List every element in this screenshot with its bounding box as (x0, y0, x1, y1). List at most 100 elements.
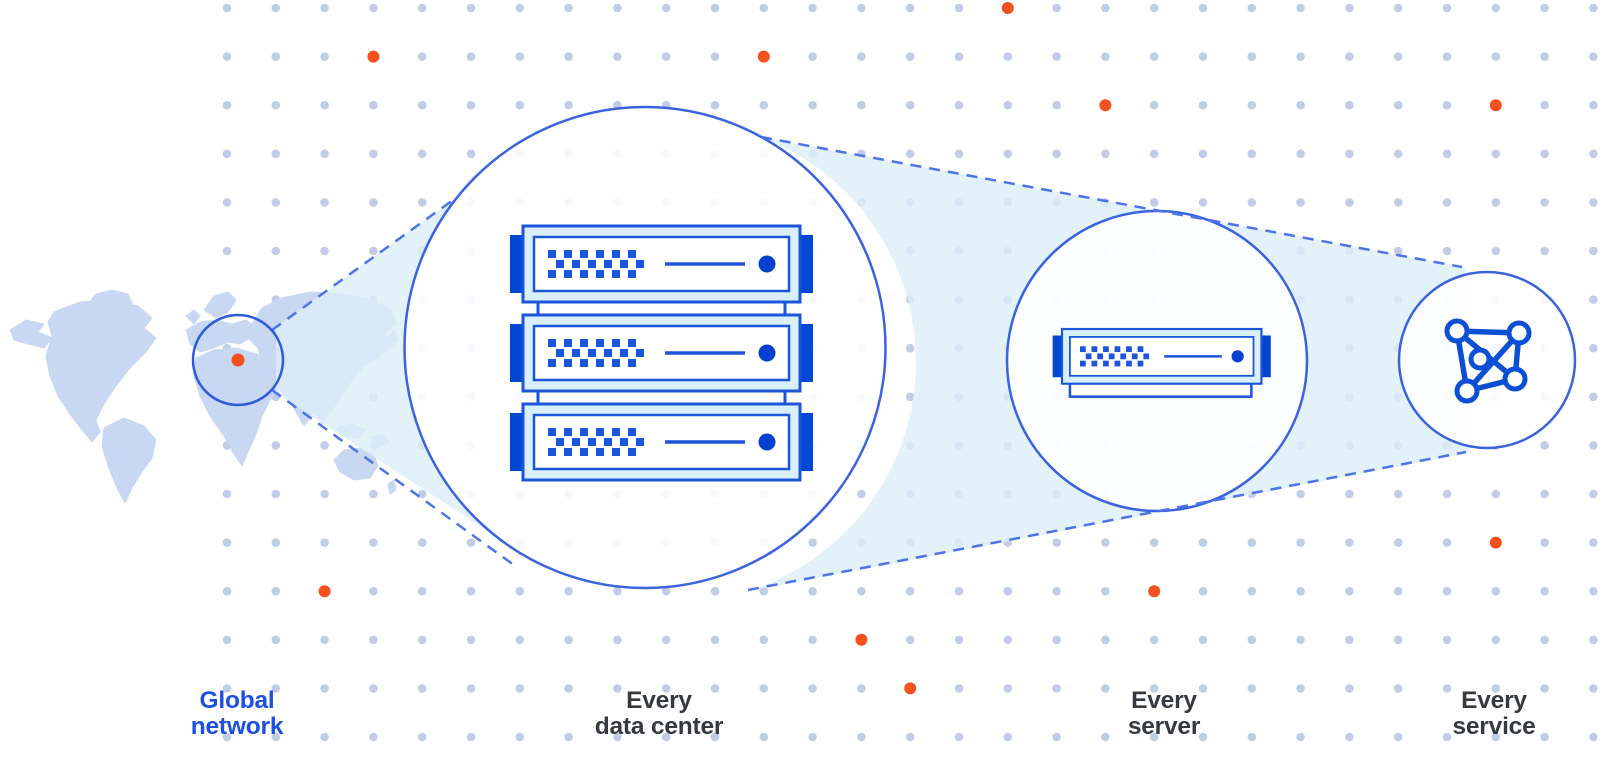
grid-dot (1052, 538, 1061, 547)
grid-dot (417, 489, 427, 499)
grid-dot (271, 635, 281, 645)
grid-dot (320, 52, 329, 61)
grid-dot (1589, 198, 1598, 207)
map-africa (193, 347, 285, 467)
grid-dot (1345, 586, 1354, 596)
grid-dot (661, 732, 671, 742)
grid-dot (613, 684, 622, 693)
grid-dot (808, 732, 817, 742)
grid-dot (759, 684, 769, 693)
grid-dot (466, 635, 476, 645)
grid-dot (1296, 198, 1305, 207)
map-scandinavia (203, 291, 237, 319)
orange-dot (855, 633, 868, 646)
grid-dot (1149, 732, 1159, 742)
grid-dot (1101, 684, 1110, 693)
grid-dot (1540, 3, 1549, 13)
grid-dot (1540, 684, 1549, 693)
grid-dot (515, 586, 525, 596)
grid-dot (1101, 586, 1110, 596)
grid-dot (564, 635, 573, 645)
grid-dot (613, 586, 622, 596)
grid-dot (222, 684, 232, 693)
label-line: Every (1131, 687, 1197, 714)
map-australia (333, 447, 379, 481)
grid-dot (710, 52, 720, 61)
grid-dot (710, 100, 720, 110)
grid-dot (1345, 489, 1354, 499)
grid-dot (857, 3, 866, 13)
grid-dot (808, 538, 817, 547)
grid-dot (1442, 635, 1452, 645)
grid-dot (564, 3, 573, 13)
grid-dot (1442, 538, 1452, 547)
grid-dot (564, 586, 573, 596)
grid-dot (417, 538, 427, 547)
grid-dot (1101, 3, 1110, 13)
grid-dot (808, 52, 817, 61)
grid-dot (710, 732, 720, 742)
grid-dot (1589, 586, 1598, 596)
grid-dot (1003, 100, 1013, 110)
map-new-zealand (387, 479, 397, 495)
grid-dot (1296, 635, 1305, 645)
grid-dot (466, 732, 476, 742)
grid-dot (1198, 198, 1208, 207)
grid-dot (905, 635, 915, 645)
grid-dot (613, 635, 622, 645)
grid-dot (417, 635, 427, 645)
grid-dot (466, 100, 476, 110)
grid-dot (1442, 586, 1452, 596)
grid-dot (320, 441, 329, 450)
grid-dot (905, 100, 915, 110)
grid-dot (1393, 246, 1403, 256)
grid-dot (1491, 684, 1501, 693)
grid-dot (954, 52, 964, 61)
grid-dot (271, 100, 281, 110)
grid-dot (417, 684, 427, 693)
grid-dot (466, 52, 476, 61)
grid-dot (271, 3, 281, 13)
grid-dot (808, 684, 817, 693)
grid-dot (1589, 343, 1598, 353)
grid-dot (1247, 684, 1257, 693)
grid-dot (1540, 52, 1549, 61)
grid-dot (271, 732, 281, 742)
grid-dot (1101, 732, 1110, 742)
grid-dot (1198, 149, 1208, 159)
server-icon (508, 313, 815, 393)
grid-dot (369, 538, 378, 547)
grid-dot (1345, 100, 1354, 110)
grid-dot (320, 198, 329, 207)
grid-dot (1393, 3, 1403, 13)
grid-dot (1149, 149, 1159, 159)
grid-dot (1589, 149, 1598, 159)
grid-dot (222, 489, 232, 499)
grid-dot (1101, 538, 1110, 547)
grid-dot (905, 586, 915, 596)
grid-dot (271, 441, 281, 450)
label-every-server: Every server (1014, 688, 1314, 740)
grid-dot (905, 732, 915, 742)
grid-dot (613, 732, 622, 742)
grid-dot (271, 149, 281, 159)
grid-dot (1101, 149, 1110, 159)
server-rack (508, 224, 815, 482)
map-alaska (9, 319, 53, 349)
map-highlight-circle (191, 313, 285, 407)
orange-dot (1099, 99, 1112, 112)
grid-dot (1052, 52, 1061, 61)
server-icon (508, 224, 815, 304)
grid-dot (710, 684, 720, 693)
grid-dot (661, 635, 671, 645)
grid-dot (1393, 586, 1403, 596)
grid-dot (564, 684, 573, 693)
grid-dot (1393, 684, 1403, 693)
grid-dot (417, 3, 427, 13)
grid-dot (222, 198, 232, 207)
mesh-node (1468, 347, 1492, 371)
grid-dot (661, 684, 671, 693)
grid-dot (222, 635, 232, 645)
grid-dot (1491, 246, 1501, 256)
